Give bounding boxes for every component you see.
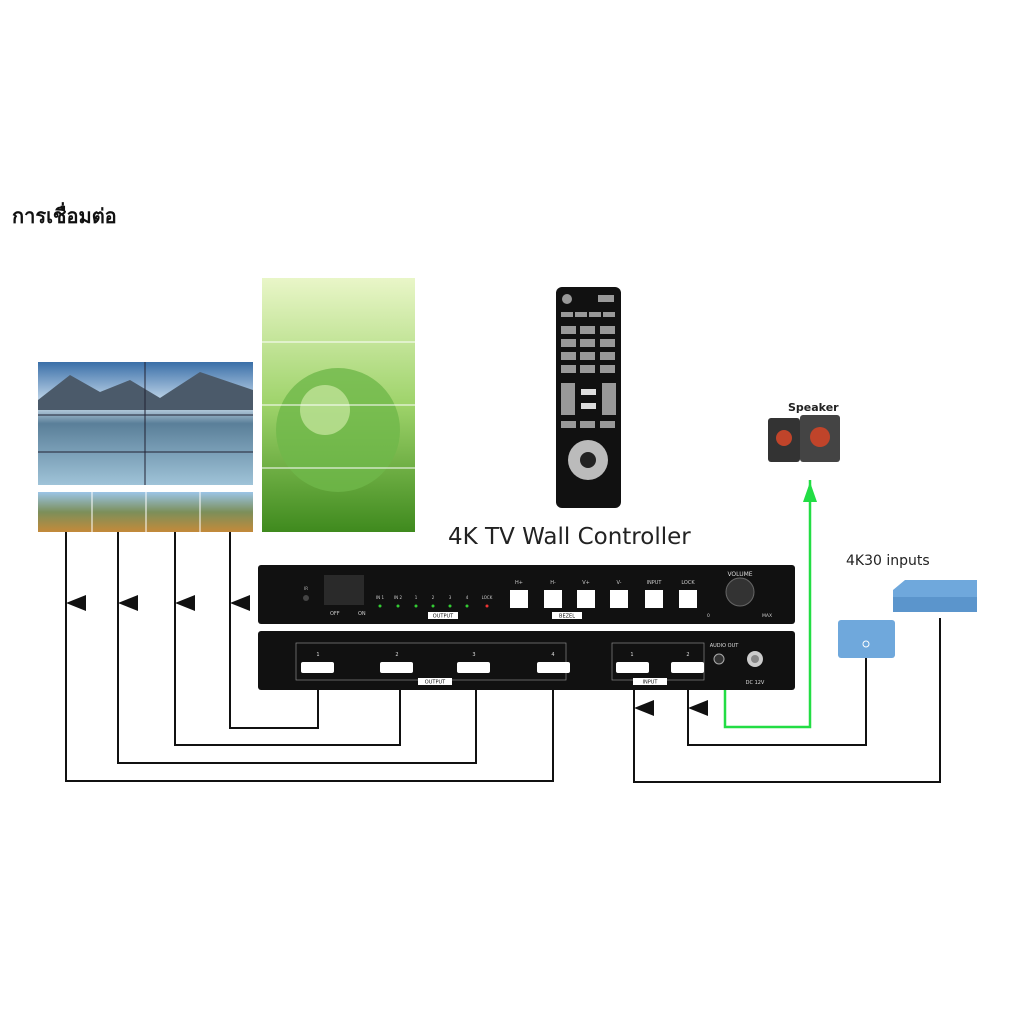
svg-text:INPUT: INPUT xyxy=(647,580,663,586)
svg-text:IN 1: IN 1 xyxy=(376,595,384,600)
back-panel: 1 2 3 4 1 2 OUTPUT INPUT AUDIO OUT DC 12V xyxy=(258,631,795,690)
video-wall-3x3 xyxy=(38,362,253,485)
svg-text:H-: H- xyxy=(550,580,556,586)
hdmi-output-cables xyxy=(65,532,554,782)
svg-text:H+: H+ xyxy=(515,580,523,586)
h-minus-button[interactable] xyxy=(544,590,562,608)
svg-text:4: 4 xyxy=(551,652,554,658)
svg-text:IR: IR xyxy=(304,586,308,591)
svg-text:1: 1 xyxy=(316,652,319,658)
svg-text:AUDIO OUT: AUDIO OUT xyxy=(710,643,740,649)
svg-text:BEZEL: BEZEL xyxy=(559,614,575,620)
input-button[interactable] xyxy=(645,590,663,608)
lock-button[interactable] xyxy=(679,590,697,608)
svg-text:2: 2 xyxy=(432,595,435,600)
speaker-label: Speaker xyxy=(788,401,839,414)
remote-control xyxy=(556,287,621,508)
speaker-icon xyxy=(768,415,840,462)
v-minus-button[interactable] xyxy=(610,590,628,608)
input-device-settop xyxy=(893,580,977,612)
volume-knob[interactable] xyxy=(725,577,755,607)
front-panel: IR OFF ON IN 1 IN 2 1 2 3 4 LOCK OUTPUT H+ H… xyxy=(258,565,795,624)
svg-text:OFF: OFF xyxy=(330,611,340,617)
svg-text:4: 4 xyxy=(466,595,469,600)
controller-title: 4K TV Wall Controller xyxy=(448,524,691,550)
svg-text:3: 3 xyxy=(449,595,452,600)
page-title: การเชื่อมต่อ xyxy=(12,204,117,228)
input-device-box xyxy=(838,620,895,658)
h-plus-button[interactable] xyxy=(510,590,528,608)
svg-text:2: 2 xyxy=(686,652,689,658)
svg-text:OUTPUT: OUTPUT xyxy=(433,614,454,620)
svg-text:V+: V+ xyxy=(582,580,590,586)
svg-text:1: 1 xyxy=(630,652,633,658)
video-wall-4x1-vertical xyxy=(262,278,415,532)
svg-text:LOCK: LOCK xyxy=(482,595,493,600)
svg-text:OUTPUT: OUTPUT xyxy=(425,680,446,686)
svg-text:DC 12V: DC 12V xyxy=(746,680,765,686)
svg-text:VOLUME: VOLUME xyxy=(727,571,752,578)
audio-cable xyxy=(723,480,817,729)
svg-text:LOCK: LOCK xyxy=(681,580,695,586)
svg-text:2: 2 xyxy=(395,652,398,658)
svg-text:IN 2: IN 2 xyxy=(394,595,402,600)
v-plus-button[interactable] xyxy=(577,590,595,608)
svg-text:ON: ON xyxy=(358,611,366,617)
svg-text:INPUT: INPUT xyxy=(643,680,659,686)
power-switch[interactable] xyxy=(324,575,364,605)
svg-text:MAX: MAX xyxy=(762,613,772,619)
svg-text:V-: V- xyxy=(617,580,622,586)
svg-text:0: 0 xyxy=(707,613,710,619)
svg-text:3: 3 xyxy=(472,652,475,658)
svg-text:1: 1 xyxy=(415,595,418,600)
inputs-label: 4K30 inputs xyxy=(846,553,930,569)
hdmi-input-cables xyxy=(633,618,941,783)
video-wall-1x4 xyxy=(38,492,253,532)
